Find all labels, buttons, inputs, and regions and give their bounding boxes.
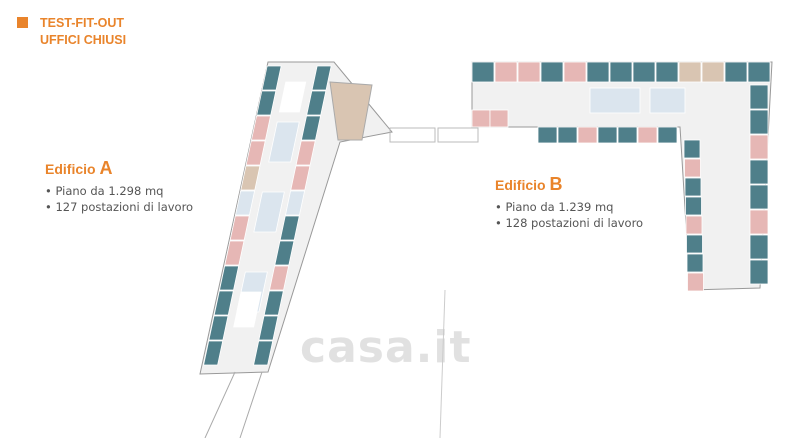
room	[749, 109, 769, 135]
room	[749, 84, 769, 110]
room	[268, 121, 300, 163]
room	[471, 109, 491, 128]
room	[261, 65, 282, 91]
room	[279, 215, 300, 241]
room	[686, 234, 703, 254]
room	[256, 90, 277, 116]
room	[540, 61, 564, 83]
room	[250, 115, 272, 141]
room	[589, 87, 641, 114]
room	[234, 190, 256, 216]
room	[489, 109, 509, 128]
building-b-workstations: 128 postazioni di lavoro	[495, 215, 643, 231]
room	[306, 90, 327, 116]
room	[233, 291, 262, 328]
room	[245, 140, 266, 166]
room	[274, 240, 295, 266]
room	[537, 126, 558, 144]
header-marker	[17, 17, 28, 28]
room	[290, 165, 311, 191]
header-line-2: UFFICI CHIUSI	[40, 33, 127, 47]
building-a-letter: A	[99, 158, 113, 178]
room	[749, 259, 769, 285]
room	[684, 177, 702, 197]
room	[678, 61, 702, 83]
building-b-label: Edificio	[495, 177, 546, 193]
header-line-1: TEST-FIT-OUT	[40, 16, 125, 30]
room	[269, 265, 290, 291]
room	[253, 191, 285, 233]
plan-header: TEST-FIT-OUT UFFICI CHIUSI	[17, 15, 177, 55]
building-a-plan	[199, 61, 436, 438]
room	[657, 126, 678, 144]
room	[494, 61, 518, 83]
room	[597, 126, 618, 144]
room	[687, 272, 704, 292]
room	[517, 61, 541, 83]
room	[563, 61, 587, 83]
room	[586, 61, 610, 83]
room	[684, 158, 701, 178]
room	[749, 209, 769, 235]
room	[311, 65, 332, 91]
room	[577, 126, 598, 144]
building-b-area: Piano da 1.239 mq	[495, 199, 643, 215]
room	[224, 240, 245, 266]
building-a-info: Edificio A Piano da 1.298 mq 127 postazi…	[45, 158, 193, 215]
watermark: casa.it	[300, 322, 472, 373]
building-a-label: Edificio	[45, 161, 96, 177]
room	[229, 215, 250, 241]
room	[263, 290, 284, 316]
room	[617, 126, 638, 144]
building-b-info: Edificio B Piano da 1.239 mq 128 postazi…	[495, 174, 643, 231]
room	[655, 61, 679, 83]
room	[637, 126, 658, 144]
room	[683, 139, 701, 159]
building-b-plan	[437, 61, 773, 438]
room	[701, 61, 725, 83]
room	[208, 315, 229, 341]
room	[300, 115, 322, 141]
room	[253, 340, 274, 366]
room	[747, 61, 771, 83]
room	[557, 126, 578, 144]
room	[471, 61, 495, 83]
room	[749, 159, 769, 185]
room	[258, 315, 279, 341]
room	[686, 253, 704, 273]
room	[278, 81, 307, 113]
room	[724, 61, 748, 83]
room	[649, 87, 686, 114]
room	[685, 196, 702, 216]
building-b-letter: B	[549, 174, 563, 194]
room	[219, 265, 240, 291]
building-a-area: Piano da 1.298 mq	[45, 183, 193, 199]
room	[749, 234, 769, 260]
room	[609, 61, 633, 83]
room	[632, 61, 656, 83]
building-a-title: Edificio A	[45, 158, 193, 178]
room	[240, 165, 261, 191]
room	[213, 290, 234, 316]
room	[284, 190, 306, 216]
room	[749, 184, 769, 210]
header-title: TEST-FIT-OUT UFFICI CHIUSI	[40, 15, 126, 49]
room	[749, 134, 769, 160]
room	[203, 340, 224, 366]
room	[295, 140, 316, 166]
building-a-workstations: 127 postazioni di lavoro	[45, 199, 193, 215]
room	[685, 215, 703, 235]
building-b-title: Edificio B	[495, 174, 643, 194]
